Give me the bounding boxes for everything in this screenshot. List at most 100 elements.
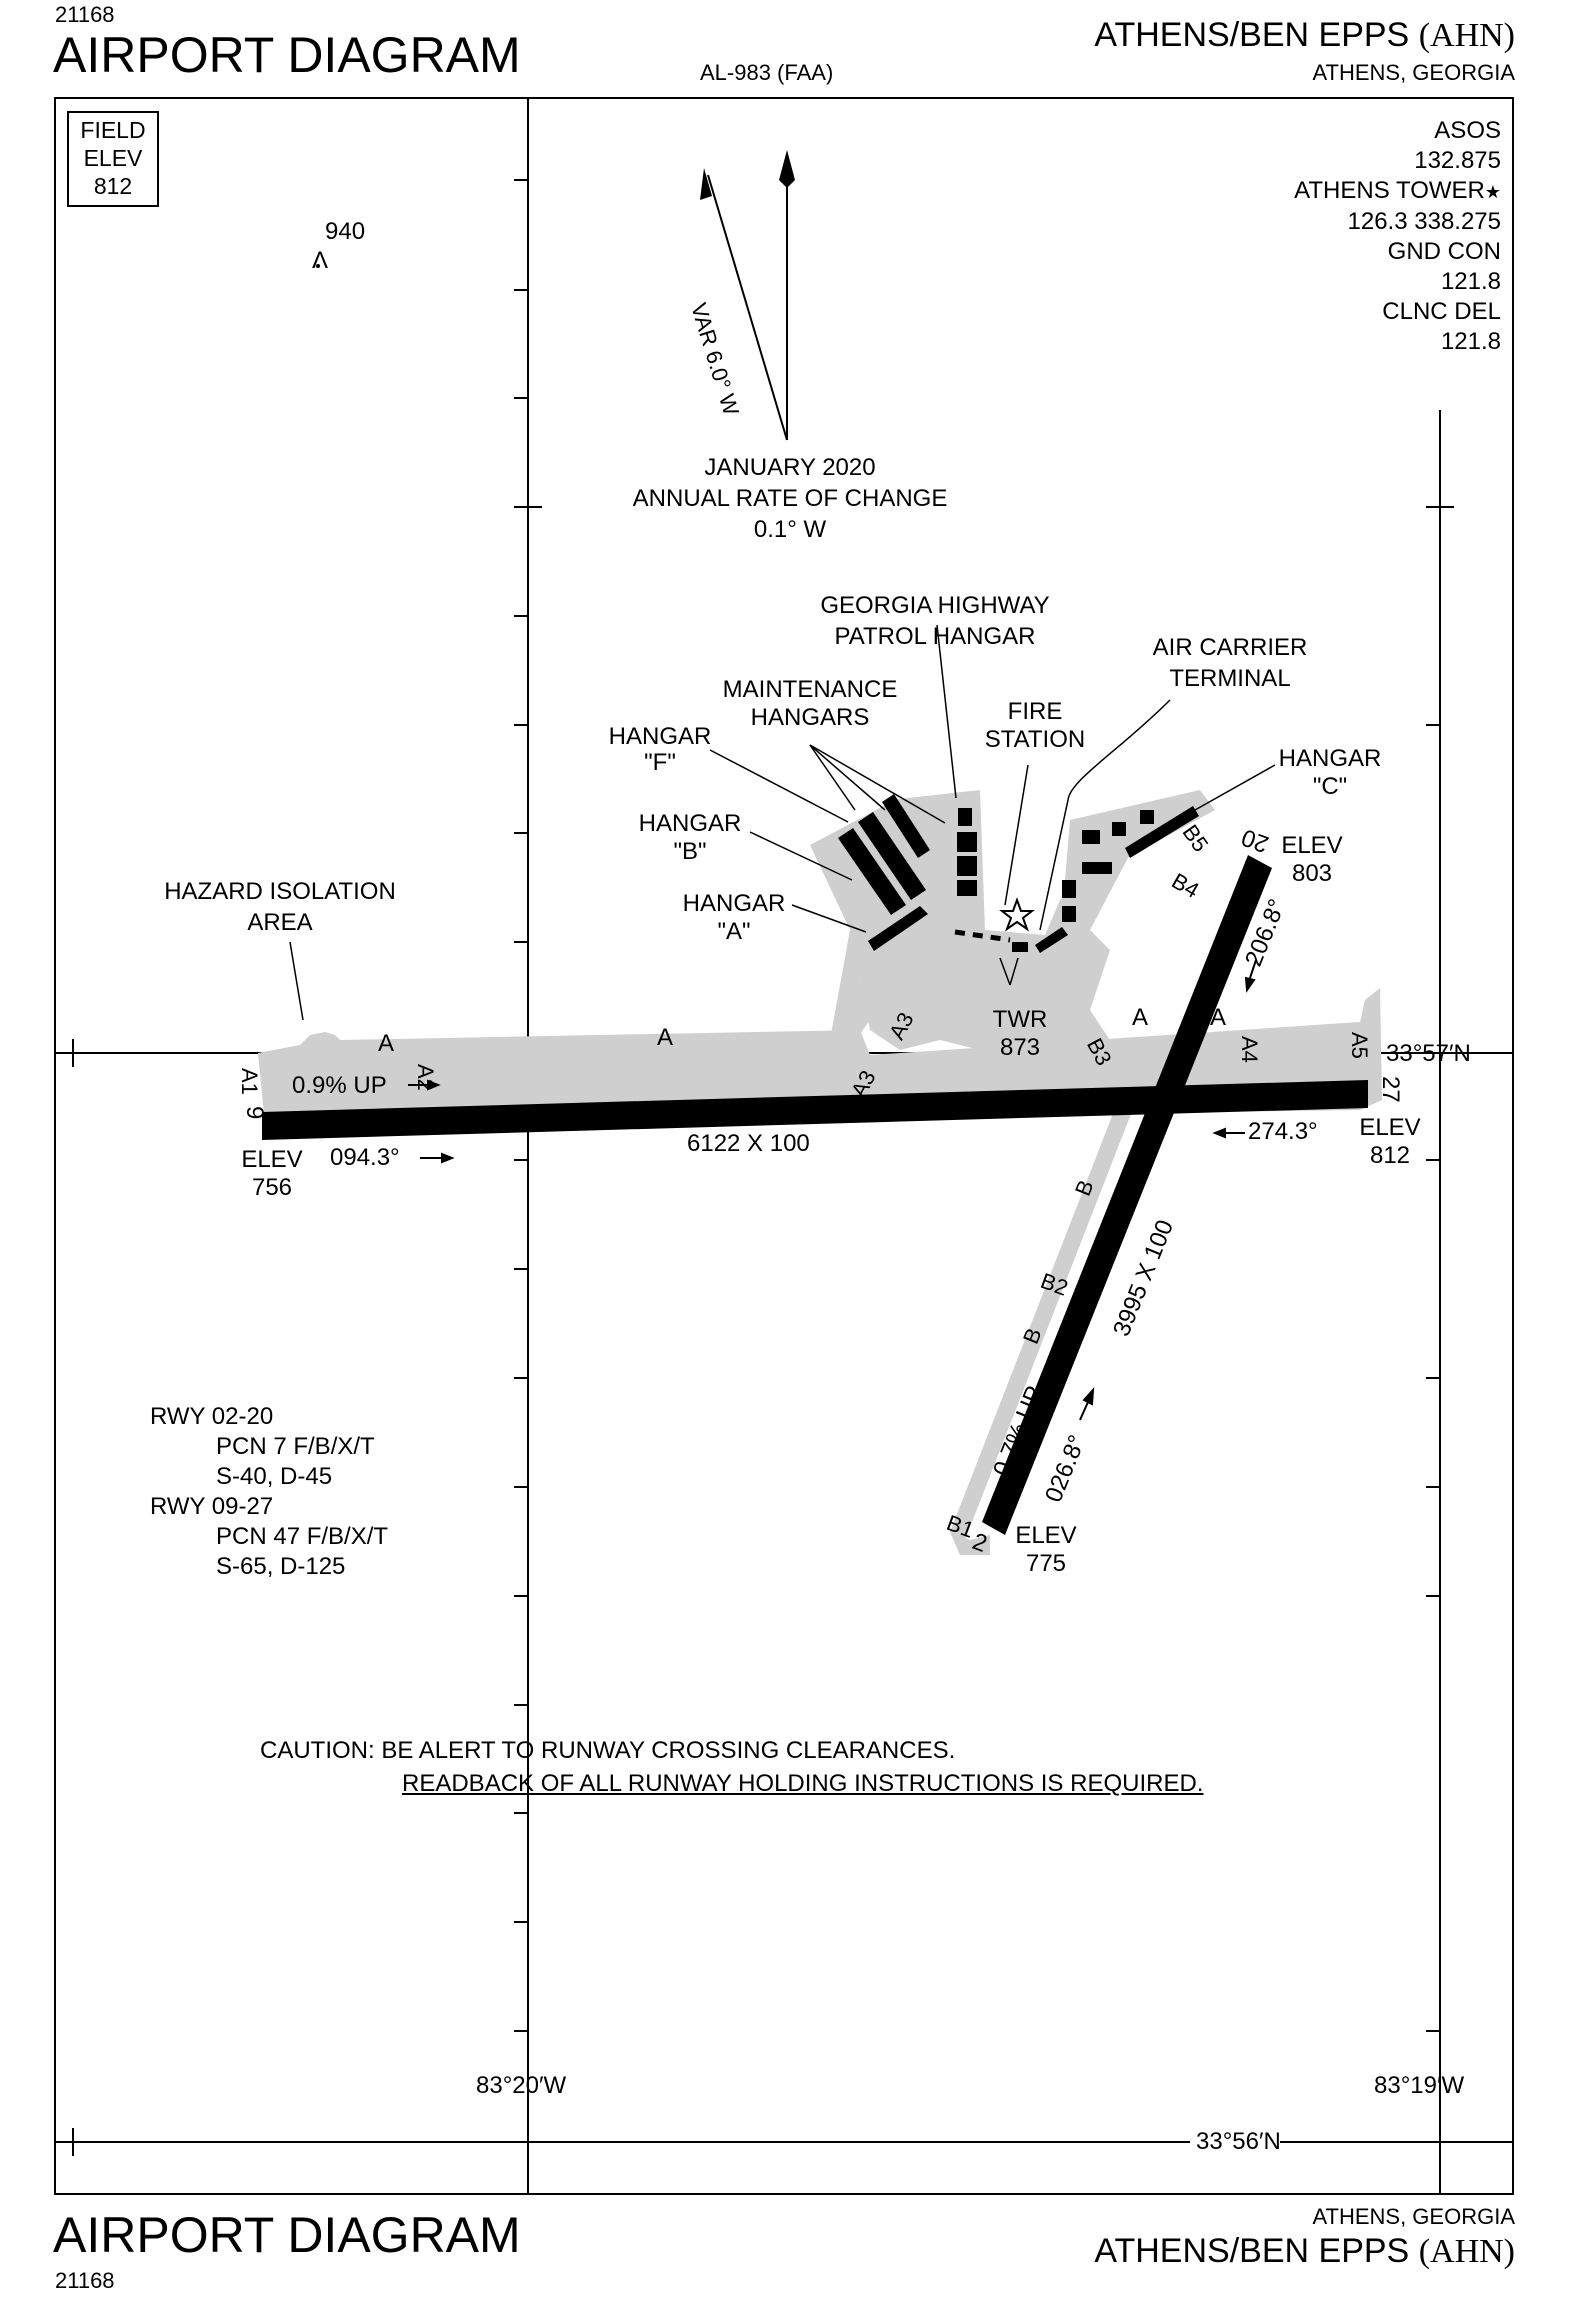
latitude-north-label: 33°57′N [1386, 1040, 1471, 1067]
obstacle-icon: Λ [312, 247, 328, 274]
taxiway-a-label-2: A [657, 1024, 674, 1051]
rwy-20-elev-value: 803 [1291, 860, 1333, 887]
hangar-a-line2: "A" [717, 918, 751, 945]
rwy-20-elev: ELEV 803 [1272, 832, 1352, 888]
rwy-info-0220-title: RWY 02-20 [150, 1403, 274, 1430]
hangar-b-line2: "B" [673, 838, 707, 865]
leader-lines [289, 624, 1276, 1021]
runway-info-block: RWY 02-20 PCN 7 F/B/X/T S-40, D-45 RWY 0… [150, 1402, 388, 1582]
hangar-b-label: HANGAR "B" [630, 810, 750, 866]
airport-name-header: ATHENS/BEN EPPS (AHN) [1094, 16, 1515, 55]
air-carrier-label: AIR CARRIER TERMINAL [1120, 632, 1340, 694]
field-elev-line1: FIELD [80, 117, 146, 143]
rwy-info-0220-weights: S-40, D-45 [216, 1463, 333, 1490]
rwy-09-heading: 094.3° [330, 1144, 400, 1171]
taxiway-a-label-4: A [1210, 1004, 1227, 1031]
rwy-02-elev: ELEV 775 [1006, 1522, 1086, 1578]
footer-airport-id: (AHN) [1418, 2233, 1515, 2270]
freq-gnd-label: GND CON [1387, 238, 1501, 265]
twr-line1: TWR [992, 1006, 1048, 1033]
maintenance-line2: HANGARS [750, 704, 870, 731]
longitude-east-label: 83°19′W [1374, 2072, 1465, 2099]
hangar-f-line1: HANGAR [608, 723, 712, 750]
footer-chart-number: 21168 [55, 2268, 115, 2293]
hangar-f-label: HANGAR "F" [600, 724, 720, 776]
field-elev-label: FIELD ELEV 812 [68, 116, 158, 200]
footer-city-state: ATHENS, GEORGIA [1312, 2204, 1515, 2229]
fire-station-label: FIRE STATION [970, 698, 1100, 754]
obstacle-elevation: 940 [325, 218, 366, 245]
variation-note: JANUARY 2020 ANNUAL RATE OF CHANGE 0.1° … [600, 452, 980, 545]
maintenance-label: MAINTENANCE HANGARS [700, 676, 920, 732]
fire-line1: FIRE [1007, 698, 1063, 725]
hangar-c-label: HANGAR "C" [1270, 745, 1390, 801]
airport-id: (AHN) [1418, 17, 1515, 54]
rwy-02-elev-label: ELEV [1015, 1522, 1077, 1549]
tower-label-text: ATHENS TOWER [1294, 177, 1485, 204]
rwy-09-elev: ELEV 756 [232, 1146, 312, 1202]
rwy-27-heading: 274.3° [1248, 1118, 1318, 1145]
field-elev-box [67, 111, 159, 207]
hangar-c-line1: HANGAR [1278, 745, 1382, 772]
taxiway-a2-label: A2 [413, 1064, 438, 1091]
rwy-27-elev-value: 812 [1369, 1142, 1411, 1169]
freq-tower-label: ATHENS TOWER★ [1294, 176, 1501, 207]
rwy-09-gradient: 0.9% UP [292, 1072, 387, 1099]
city-state-header: ATHENS, GEORGIA [1312, 60, 1515, 85]
freq-clnc-label: CLNC DEL [1382, 298, 1501, 325]
heading-arrows [408, 959, 1257, 1421]
true-north-arrow-icon [779, 150, 795, 188]
air-carrier-line2: TERMINAL [1169, 665, 1291, 692]
footer-airport: ATHENS/BEN EPPS (AHN) [1094, 2232, 1515, 2271]
footer-airport-name: ATHENS/BEN EPPS [1094, 2232, 1410, 2270]
maintenance-line1: MAINTENANCE [722, 676, 898, 703]
freq-asos-value: 132.875 [1414, 147, 1501, 174]
freq-tower-value: 126.3 338.275 [1347, 208, 1501, 235]
chart-frame [54, 97, 1514, 2195]
tower-star-small-icon: ★ [1484, 182, 1501, 202]
airport-name: ATHENS/BEN EPPS [1094, 16, 1410, 54]
twr-line2: 873 [999, 1034, 1041, 1061]
taxiway-a5-label: A5 [1347, 1032, 1372, 1059]
west-longitude-ticks [514, 179, 542, 2032]
fire-line2: STATION [984, 726, 1086, 753]
taxiway-a1-label: A1 [237, 1068, 262, 1095]
rwy-09-elev-value: 756 [251, 1174, 293, 1201]
freq-asos-label: ASOS [1434, 117, 1501, 144]
longitude-west-label: 83°20′W [476, 2072, 567, 2099]
hazard-line1: HAZARD ISOLATION [164, 878, 396, 905]
rwy-02-elev-value: 775 [1025, 1550, 1067, 1577]
page-title: AIRPORT DIAGRAM [53, 27, 521, 83]
hangar-f-line2: "F" [644, 749, 676, 776]
rwy-27-elev-label: ELEV [1359, 1114, 1421, 1141]
chart-number-top: 21168 [55, 2, 115, 27]
hangar-a-line1: HANGAR [682, 890, 786, 917]
hangar-c-line2: "C" [1312, 773, 1348, 800]
runway-02-20 [982, 855, 1272, 1535]
rwy-info-0927-title: RWY 09-27 [150, 1493, 274, 1520]
hazard-line2: AREA [247, 909, 313, 936]
fence-dashed [954, 929, 1011, 943]
rwy-27-end-number: 27 [1377, 1076, 1404, 1103]
taxiway-a4-label: A4 [1237, 1036, 1262, 1063]
footer-title: AIRPORT DIAGRAM [53, 2207, 521, 2263]
caution-line1: BE ALERT TO RUNWAY CROSSING CLEARANCES. [381, 1737, 956, 1764]
procedure-id: AL-983 (FAA) [700, 60, 834, 85]
magnetic-north-line [707, 174, 788, 441]
var-date: JANUARY 2020 [704, 454, 876, 481]
rwy-09-end-number: 9 [241, 1106, 268, 1120]
caution-line2: READBACK OF ALL RUNWAY HOLDING INSTRUCTI… [402, 1770, 1204, 1797]
georgia-highway-line1: GEORGIA HIGHWAY [820, 592, 1050, 619]
rwy-27-elev: ELEV 812 [1350, 1114, 1430, 1170]
apron-areas [258, 790, 1382, 1555]
runway-09-27 [262, 1080, 1368, 1140]
var-rate-value: 0.1° W [753, 516, 827, 543]
latitude-ticks [72, 1039, 1441, 2156]
frequencies-block: ASOS 132.875 ATHENS TOWER★ 126.3 338.275… [1294, 116, 1501, 357]
tower-label: TWR 873 [975, 1006, 1065, 1062]
taxiway-a-label-3: A [1132, 1004, 1149, 1031]
buildings [838, 794, 1199, 953]
hangar-a-label: HANGAR "A" [674, 890, 794, 946]
tower-star-icon [999, 897, 1035, 932]
rwy-20-elev-label: ELEV [1281, 832, 1343, 859]
